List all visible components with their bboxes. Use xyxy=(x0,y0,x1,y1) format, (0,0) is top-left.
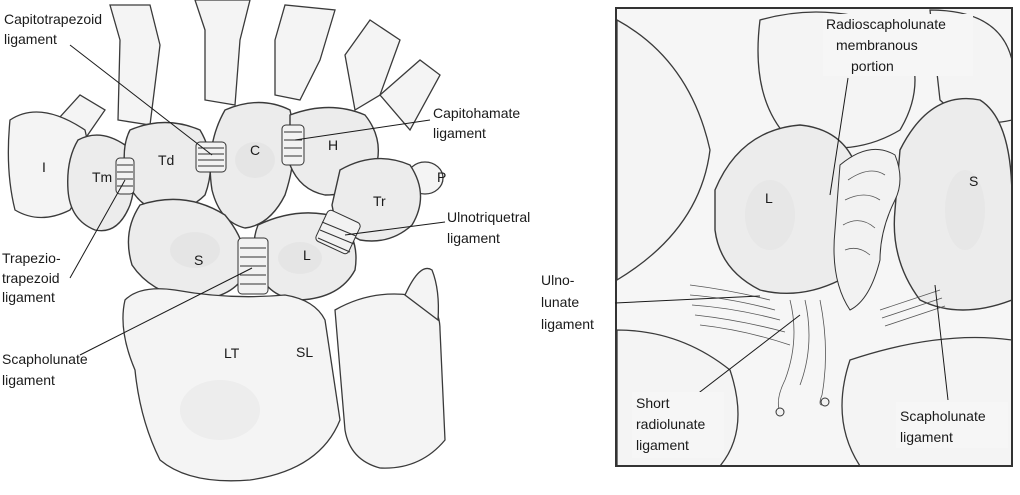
label-trapezio-line1: Trapezio- xyxy=(2,250,61,266)
label-bone-SL: SL xyxy=(296,344,313,360)
detail-label-bone-L: L xyxy=(765,190,773,206)
label-scapholunate-left-line1: Scapholunate xyxy=(2,351,88,367)
label-bone-Tr: Tr xyxy=(373,193,386,209)
leader-trapezio-trapezoid xyxy=(69,179,126,279)
leader-rsl-membranous xyxy=(829,77,849,196)
ulnolunate-ligament-fibers xyxy=(689,284,791,346)
right-panel: L S Radioscapholunate membranous portion… xyxy=(536,7,1013,467)
label-scapholunate-right-line2: ligament xyxy=(900,429,953,445)
label-ulnolunate-line1: Ulno- xyxy=(541,272,575,288)
label-bone-H: H xyxy=(328,137,338,153)
radioscapholunate-membranous-portion xyxy=(833,148,901,311)
ulnotriquetral-ligament-band xyxy=(315,209,361,255)
label-srl-line2: radiolunate xyxy=(636,416,705,432)
label-capitotrapezoid-line2: ligament xyxy=(4,31,57,47)
label-srl-line1: Short xyxy=(636,395,670,411)
label-ulnotriquetral-line1: Ulnotriquetral xyxy=(447,209,530,225)
label-ulnolunate-line2: lunate xyxy=(541,294,579,310)
trapezio-trapezoid-ligament-band xyxy=(115,157,135,195)
label-scapholunate-right-line1: Scapholunate xyxy=(900,408,986,424)
detail-label-bone-S: S xyxy=(969,173,978,189)
label-scapholunate-left-line2: ligament xyxy=(2,372,55,388)
leader-capitotrapezoid xyxy=(69,44,213,156)
label-capitotrapezoid-line1: Capitotrapezoid xyxy=(4,11,102,27)
label-capitohamate-line2: ligament xyxy=(433,125,486,141)
label-bone-C: C xyxy=(250,142,260,158)
bone-ulna-styloid xyxy=(404,267,440,322)
leader-short-radiolunate xyxy=(682,314,801,406)
bone-capitate xyxy=(209,101,295,229)
detail-bone-scaphoid xyxy=(893,97,1011,311)
label-capitohamate-line1: Capitohamate xyxy=(433,105,520,121)
bone-ulna xyxy=(334,293,446,469)
left-panel: I Tm Td C H P Tr S L LT SL Capitotrapezo… xyxy=(2,0,530,482)
label-rsl-line2: membranous xyxy=(836,37,918,53)
label-ulnotriquetral-line2: ligament xyxy=(447,230,500,246)
leader-scapholunate xyxy=(79,267,253,356)
label-bone-Tm: Tm xyxy=(92,169,112,185)
label-trapezio-line2: trapezoid xyxy=(2,270,60,286)
label-bone-I: I xyxy=(42,159,46,175)
leader-scapholunate-right xyxy=(934,284,949,401)
label-bone-S: S xyxy=(194,252,203,268)
label-ulnolunate-line3: ligament xyxy=(541,316,594,332)
label-bone-LT: LT xyxy=(224,345,240,361)
label-bone-L: L xyxy=(303,247,311,263)
capitohamate-ligament-band xyxy=(281,124,305,166)
leader-ulnotriquetral xyxy=(344,221,446,236)
short-radiolunate-ligament-strands xyxy=(775,299,830,417)
label-bone-Td: Td xyxy=(158,152,174,168)
leader-capitohamate xyxy=(294,119,431,141)
label-trapezio-line3: ligament xyxy=(2,289,55,305)
label-rsl-line3: portion xyxy=(851,58,894,74)
label-srl-line3: ligament xyxy=(636,437,689,453)
bone-scaphoid xyxy=(127,198,247,301)
leader-ulnolunate xyxy=(614,295,761,304)
label-rsl-line1: Radioscapholunate xyxy=(826,16,946,32)
label-bone-P: P xyxy=(437,169,446,185)
metacarpals xyxy=(29,0,441,176)
scapholunate-ligament-band xyxy=(237,237,269,295)
